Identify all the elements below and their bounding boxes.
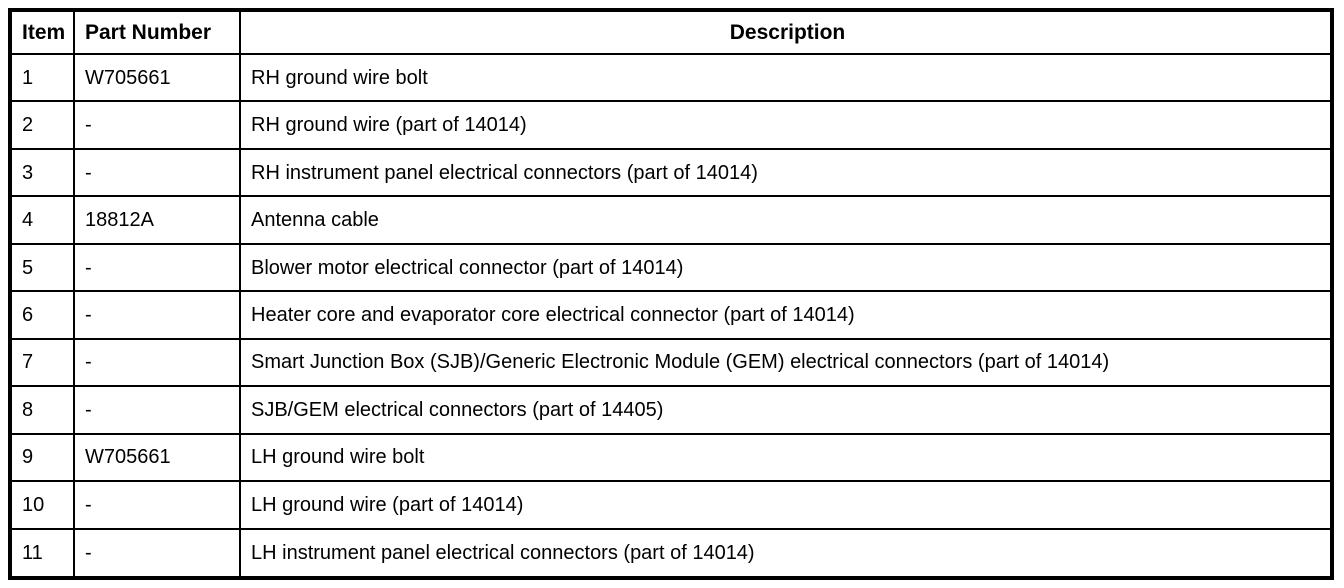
- table-row: 10-LH ground wire (part of 14014): [9, 480, 1333, 530]
- description-cell: Heater core and evaporator core electric…: [239, 290, 1333, 340]
- item-cell: 9: [9, 432, 75, 483]
- column-header-item: Item: [9, 9, 75, 55]
- table-row: 3-RH instrument panel electrical connect…: [9, 147, 1333, 198]
- item-cell: 3: [9, 147, 75, 198]
- description-cell: Smart Junction Box (SJB)/Generic Electro…: [239, 337, 1333, 388]
- column-header-part-number: Part Number: [73, 9, 241, 55]
- part-number-cell: -: [73, 290, 241, 340]
- part-number-cell: -: [73, 480, 241, 530]
- description-cell: RH instrument panel electrical connector…: [239, 147, 1333, 198]
- table-row: 11-LH instrument panel electrical connec…: [9, 527, 1333, 580]
- item-cell: 6: [9, 290, 75, 340]
- part-number-cell: 18812A: [73, 195, 241, 245]
- part-number-cell: -: [73, 527, 241, 580]
- item-cell: 10: [9, 480, 75, 530]
- description-cell: LH ground wire (part of 14014): [239, 480, 1333, 530]
- item-cell: 2: [9, 100, 75, 150]
- item-cell: 8: [9, 385, 75, 435]
- description-cell: Antenna cable: [239, 195, 1333, 245]
- description-cell: SJB/GEM electrical connectors (part of 1…: [239, 385, 1333, 435]
- table-row: 8-SJB/GEM electrical connectors (part of…: [9, 385, 1333, 435]
- part-number-cell: -: [73, 385, 241, 435]
- item-cell: 7: [9, 337, 75, 388]
- table-row: 2-RH ground wire (part of 14014): [9, 100, 1333, 150]
- table-row: 5-Blower motor electrical connector (par…: [9, 242, 1333, 293]
- item-cell: 5: [9, 242, 75, 293]
- item-cell: 4: [9, 195, 75, 245]
- description-cell: LH ground wire bolt: [239, 432, 1333, 483]
- header-row: Item Part Number Description: [9, 9, 1333, 55]
- item-cell: 1: [9, 52, 75, 103]
- part-number-cell: -: [73, 337, 241, 388]
- description-cell: RH ground wire bolt: [239, 52, 1333, 103]
- column-header-description: Description: [239, 9, 1333, 55]
- part-number-cell: -: [73, 100, 241, 150]
- description-cell: Blower motor electrical connector (part …: [239, 242, 1333, 293]
- description-cell: LH instrument panel electrical connector…: [239, 527, 1333, 580]
- table-row: 6-Heater core and evaporator core electr…: [9, 290, 1333, 340]
- table-row: 7-Smart Junction Box (SJB)/Generic Elect…: [9, 337, 1333, 388]
- parts-table-header: Item Part Number Description: [9, 9, 1333, 55]
- part-number-cell: W705661: [73, 432, 241, 483]
- part-number-cell: -: [73, 242, 241, 293]
- item-cell: 11: [9, 527, 75, 580]
- description-cell: RH ground wire (part of 14014): [239, 100, 1333, 150]
- part-number-cell: -: [73, 147, 241, 198]
- part-number-cell: W705661: [73, 52, 241, 103]
